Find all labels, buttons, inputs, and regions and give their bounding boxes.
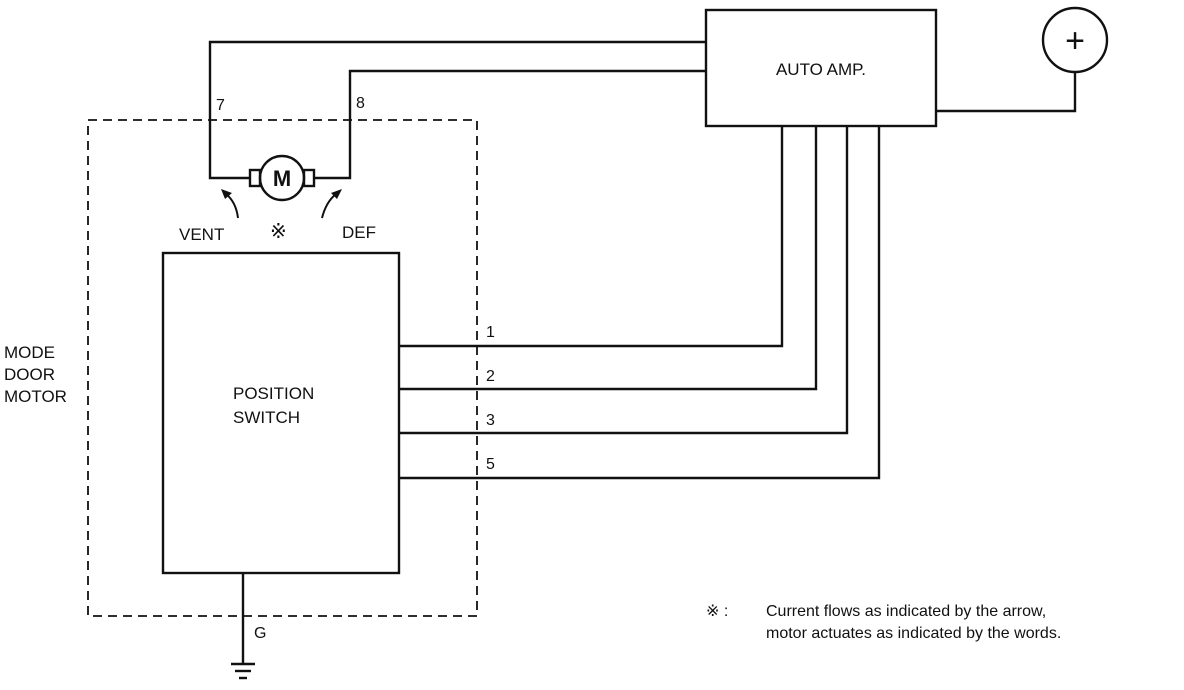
ground-label: G [254,625,266,642]
vent-arrowhead-icon [221,189,232,199]
vent-arrow-icon [225,193,239,219]
wire-auto-amp-to-battery [936,72,1077,113]
def-label: DEF [342,223,376,242]
mode-door-motor-label-line2: DOOR [4,365,55,384]
pin-8-label: 8 [356,95,365,112]
wire-pin-8 [314,69,706,180]
mode-door-motor-label-line3: MOTOR [4,387,67,406]
def-arrowhead-icon [331,189,342,199]
pin-3-label: 3 [486,412,495,429]
wire-pin-7 [208,40,706,180]
def-arrow-icon [321,193,337,219]
pin-2-label: 2 [486,368,495,385]
battery-plus-icon: + [1065,22,1085,60]
wire-pin-2 [399,126,818,391]
position-switch-label-line2: SWITCH [233,408,300,427]
note-line-2: motor actuates as indicated by the words… [766,625,1061,642]
position-switch-label-line1: POSITION [233,384,314,403]
reference-mark-icon: ※ [270,221,287,243]
motor-terminal-right [302,168,316,188]
pin-1-label: 1 [486,324,495,341]
motor-terminal-left [248,168,262,188]
auto-amp-box [704,8,938,128]
mode-door-motor-enclosure [87,119,478,617]
vent-label: VENT [179,225,224,244]
motor-m-icon: M [273,166,291,191]
wire-pin-3 [399,126,849,435]
mode-door-motor-label-line1: MODE [4,343,55,362]
position-switch-box [161,251,401,575]
pin-5-label: 5 [486,456,495,473]
pin-7-label: 7 [216,97,225,114]
note-mark: ※ : [706,603,728,620]
wire-pin-5 [399,126,881,480]
wire-pin-1 [399,126,784,348]
motor-symbol-circle [258,154,306,202]
auto-amp-label: AUTO AMP. [776,60,866,79]
note-line-1: Current flows as indicated by the arrow, [766,603,1046,620]
